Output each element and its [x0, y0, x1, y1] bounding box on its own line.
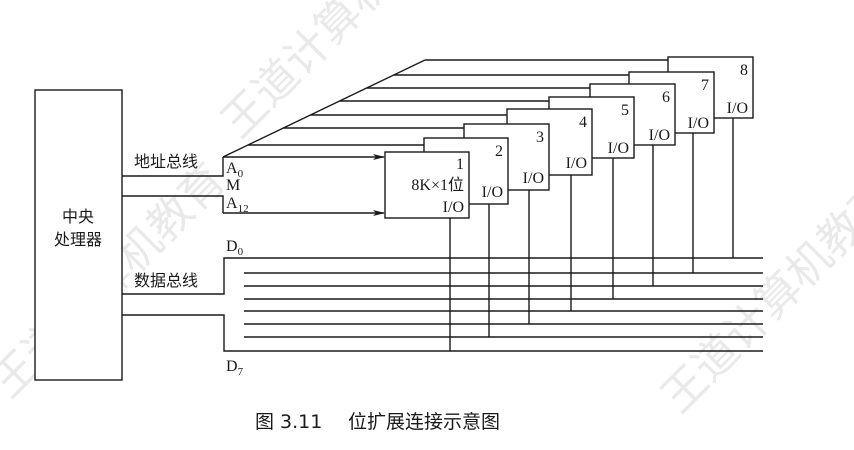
address-bus: 地址总线 A0 M A12: [122, 57, 679, 216]
d7-label: D7: [226, 358, 244, 378]
figure-number: 图 3.11: [255, 411, 322, 433]
chip-number: 5: [621, 102, 629, 119]
chip-number: 4: [579, 114, 587, 131]
chip-io-label: I/O: [566, 155, 587, 172]
chip-number: 6: [662, 89, 670, 106]
a0-label: A0: [226, 160, 244, 180]
chip-number: 7: [701, 77, 709, 94]
chip-number: 1: [456, 156, 464, 173]
chip-number: 8: [740, 62, 748, 79]
address-fan-diagonal: [222, 59, 426, 158]
figure-title: 位扩展连接示意图: [348, 411, 500, 433]
data-bus: 数据总线 D0 D7: [122, 238, 763, 378]
chip-number: 2: [495, 143, 503, 160]
watermark-text: 王道计算机教育: [212, 0, 466, 148]
cpu-label-line2: 处理器: [54, 230, 102, 249]
chip-1: 1 8K×1位 I/O: [384, 151, 470, 219]
chip-io-label: I/O: [688, 115, 709, 132]
chip-spec: 8K×1位: [411, 176, 464, 194]
chip-number: 3: [536, 129, 544, 146]
cpu-box: [34, 89, 123, 381]
io-connections: [449, 118, 734, 351]
chip-io-label: I/O: [727, 100, 748, 117]
chip-io-label: I/O: [523, 170, 544, 187]
m-label: M: [226, 177, 240, 194]
memory-chips: 8 I/O 7 I/O 6 I/O 5 I/O 4 I/O 3 I/O: [384, 56, 754, 219]
a12-label: A12: [226, 195, 249, 215]
chip-io-label: I/O: [482, 184, 503, 201]
chip-io-label: I/O: [649, 127, 670, 144]
chip-io-label: I/O: [608, 140, 629, 157]
data-bus-label: 数据总线: [134, 271, 198, 290]
cpu-label-line1: 中央: [62, 207, 94, 226]
address-bus-label: 地址总线: [134, 152, 198, 171]
d0-label: D0: [226, 238, 244, 258]
watermark-text: 王道计算机教育: [652, 169, 854, 423]
chip-io-label: I/O: [443, 199, 464, 216]
